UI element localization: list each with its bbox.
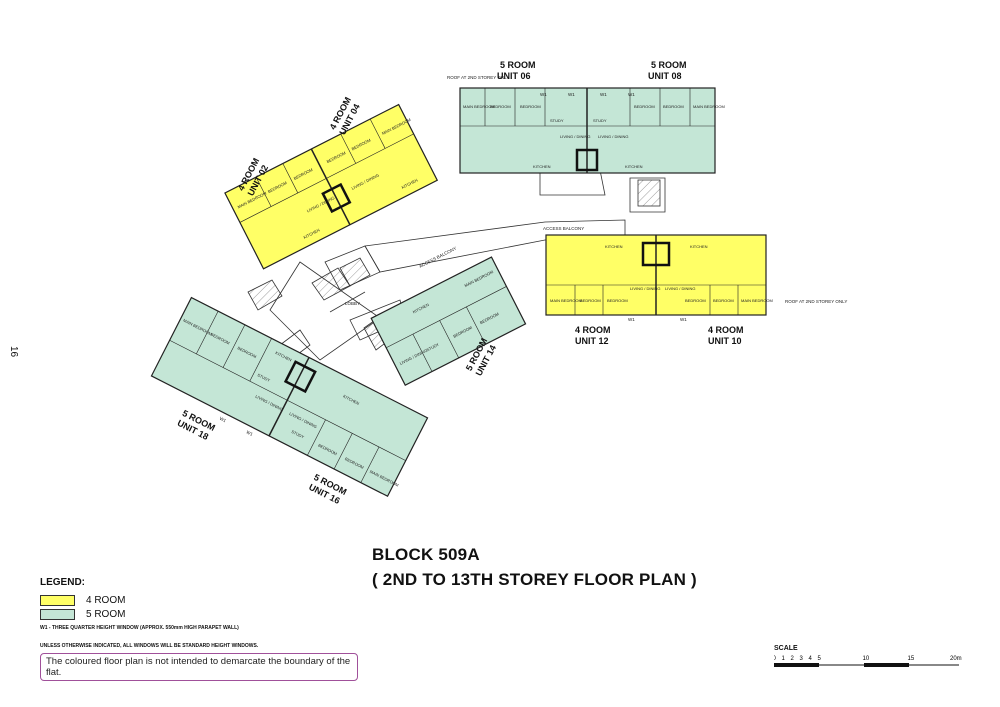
svg-text:BEDROOM: BEDROOM [634, 104, 655, 109]
scale-tick-label: 2 [791, 656, 795, 662]
scale-tick-label: 0 [774, 656, 777, 662]
svg-text:STUDY: STUDY [550, 118, 564, 123]
unit-02-04-plan: MAIN BEDROOM BEDROOM BEDROOM LIVING / DI… [224, 103, 439, 270]
unit-06-number: UNIT 06 [497, 71, 531, 81]
svg-text:STUDY: STUDY [291, 429, 306, 440]
svg-text:KITCHEN: KITCHEN [605, 244, 623, 249]
unit-10-12-plan: MAIN BEDROOM BEDROOM BEDROOM LIVING / DI… [545, 234, 773, 322]
legend-title: LEGEND: [40, 577, 85, 588]
scale-tick-label: 5 [818, 656, 822, 662]
svg-text:LIVING / DINING: LIVING / DINING [630, 286, 660, 291]
scale-tick-label: 10 [863, 656, 870, 662]
scale-tick-label: 20m [950, 656, 962, 662]
disclaimer-box: The coloured floor plan is not intended … [40, 653, 358, 681]
svg-text:LIVING / DINING: LIVING / DINING [665, 286, 695, 291]
svg-text:W1: W1 [680, 317, 687, 322]
svg-text:LIVING / DINING: LIVING / DINING [598, 134, 628, 139]
legend: LEGEND: 4 ROOM 5 ROOM W1 - THREE QUARTER… [40, 577, 370, 681]
unit-10-number: UNIT 10 [708, 336, 742, 346]
svg-text:BEDROOM: BEDROOM [663, 104, 684, 109]
svg-text:W1: W1 [245, 429, 254, 437]
legend-item-4-room: 4 ROOM [40, 593, 370, 607]
svg-text:LIVING / DINING: LIVING / DINING [560, 134, 590, 139]
unit-16-18-plan: MAIN BEDROOM BEDROOM BEDROOM STUDY LIVIN… [150, 296, 429, 498]
legend-label-4-room: 4 ROOM [86, 594, 126, 606]
roof-label-top: ROOF AT 2ND STOREY ONLY [447, 75, 509, 80]
svg-text:KITCHEN: KITCHEN [625, 164, 643, 169]
green-swatch [40, 608, 75, 620]
yellow-swatch [40, 594, 75, 606]
scale-tick-label: 15 [908, 656, 915, 662]
svg-text:BEDROOM: BEDROOM [580, 298, 601, 303]
floor-plan-subtitle: ( 2ND TO 13TH STOREY FLOOR PLAN ) [372, 570, 697, 589]
unit-12-number: UNIT 12 [575, 336, 609, 346]
svg-text:W1: W1 [628, 317, 635, 322]
svg-text:W1: W1 [600, 92, 607, 97]
svg-text:BEDROOM: BEDROOM [490, 104, 511, 109]
block-title: BLOCK 509A [372, 545, 480, 564]
svg-text:STUDY: STUDY [426, 342, 441, 353]
svg-text:MAIN BEDROOM: MAIN BEDROOM [741, 298, 773, 303]
lobby-label: LOBBY [345, 301, 360, 306]
access-balcony-label: ACCESS BALCONY [543, 226, 584, 231]
svg-text:W1: W1 [540, 92, 547, 97]
roof-label-right: ROOF AT 2ND STOREY ONLY [785, 299, 847, 304]
svg-text:W1: W1 [568, 92, 575, 97]
svg-text:MAIN BEDROOM: MAIN BEDROOM [463, 104, 495, 109]
unit-06-type: 5 ROOM [500, 60, 536, 70]
unit-08-type: 5 ROOM [651, 60, 687, 70]
unit-10-type: 4 ROOM [708, 325, 744, 335]
svg-text:MAIN BEDROOM: MAIN BEDROOM [550, 298, 582, 303]
svg-text:W1: W1 [219, 416, 228, 424]
unit-08-number: UNIT 08 [648, 71, 682, 81]
svg-text:BEDROOM: BEDROOM [685, 298, 706, 303]
window-note: UNLESS OTHERWISE INDICATED, ALL WINDOWS … [40, 643, 259, 649]
svg-text:BEDROOM: BEDROOM [713, 298, 734, 303]
svg-text:STUDY: STUDY [257, 372, 272, 383]
w1-note: W1 - THREE QUARTER HEIGHT WINDOW (APPROX… [40, 625, 239, 631]
svg-text:KITCHEN: KITCHEN [533, 164, 551, 169]
svg-text:BEDROOM: BEDROOM [520, 104, 541, 109]
unit-12-type: 4 ROOM [575, 325, 611, 335]
scale-tick-label: 3 [800, 656, 804, 662]
svg-text:MAIN BEDROOM: MAIN BEDROOM [693, 104, 725, 109]
unit-14-plan: LIVING / DINING STUDY BEDROOM BEDROOM KI… [370, 256, 527, 386]
page-number: 16 [8, 345, 20, 358]
legend-item-5-room: 5 ROOM [40, 607, 370, 621]
scale-title: SCALE [774, 645, 798, 652]
svg-text:KITCHEN: KITCHEN [690, 244, 708, 249]
scale-tick-label: 1 [782, 656, 786, 662]
unit-06-08-plan: MAIN BEDROOM BEDROOM BEDROOM STUDY LIVIN… [459, 87, 725, 174]
scale-tick-label: 4 [809, 656, 813, 662]
svg-text:STUDY: STUDY [593, 118, 607, 123]
access-balcony-label-2: ACCESS BALCONY [418, 246, 457, 269]
svg-text:W1: W1 [628, 92, 635, 97]
legend-label-5-room: 5 ROOM [86, 608, 126, 620]
svg-text:BEDROOM: BEDROOM [607, 298, 628, 303]
